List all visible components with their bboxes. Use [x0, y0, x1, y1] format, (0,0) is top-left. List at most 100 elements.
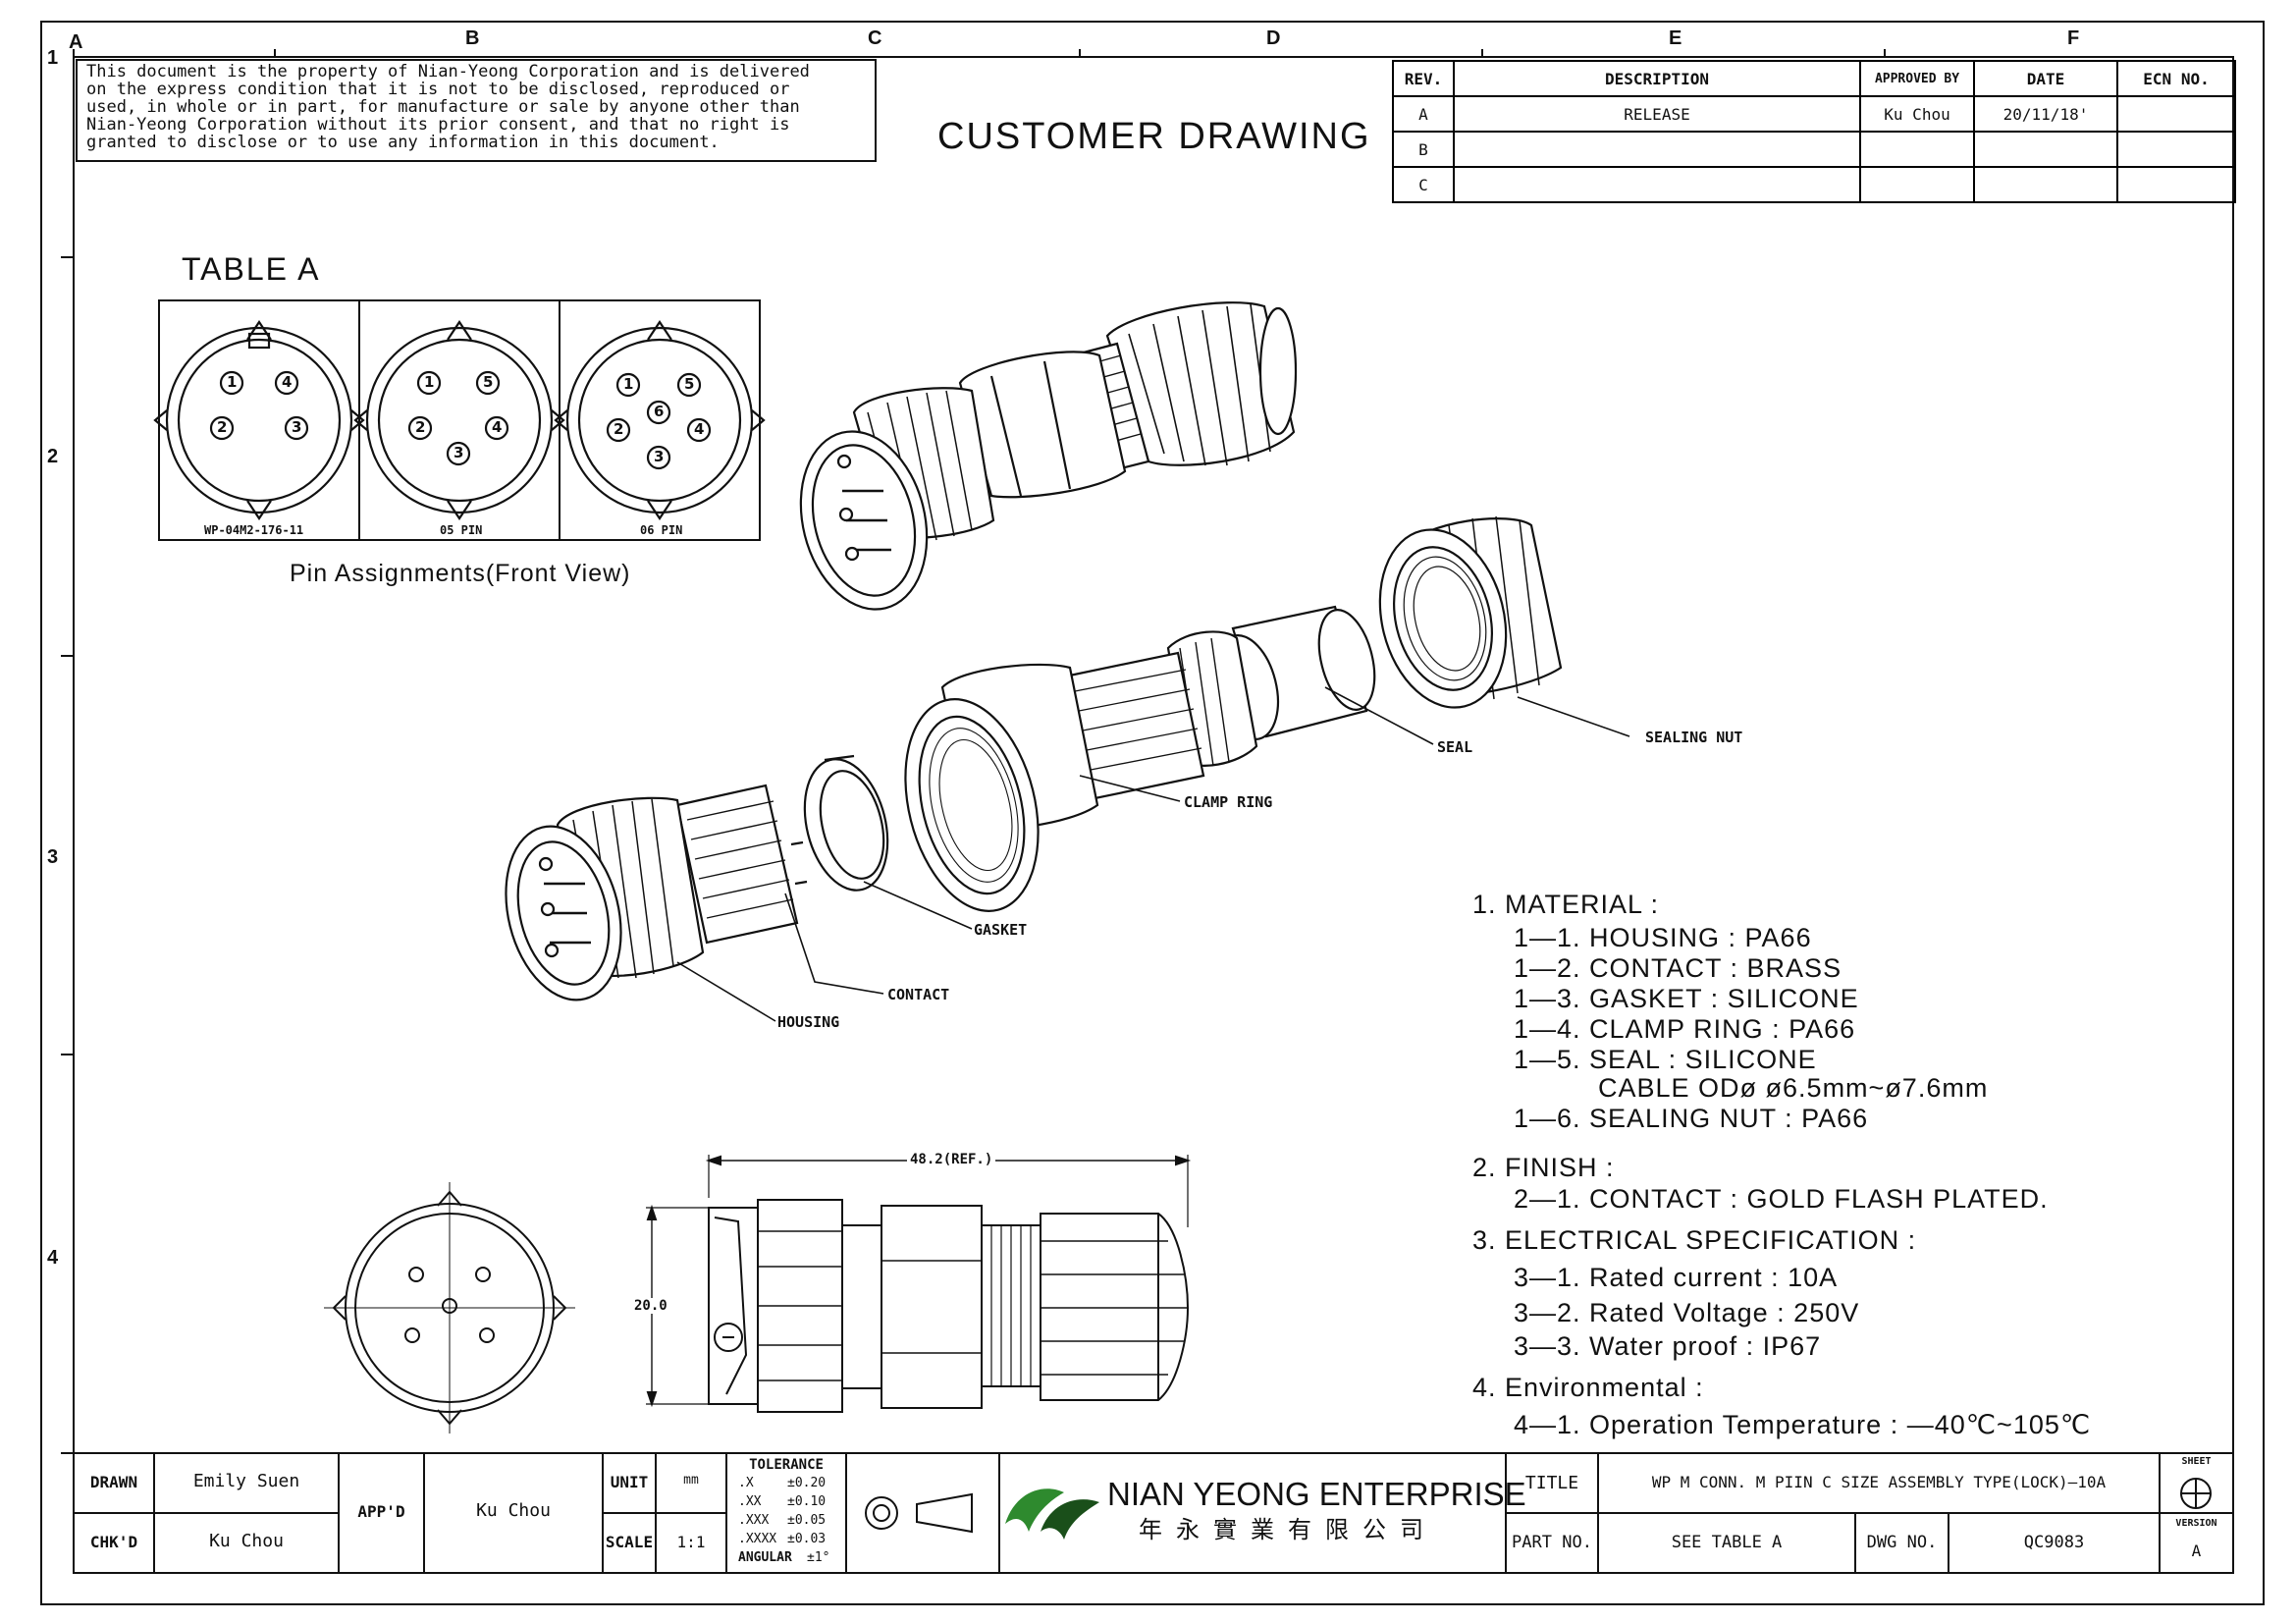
pin-number: 1 [424, 373, 435, 391]
spec-item: CABLE ODø ø6.5mm~ø7.6mm [1598, 1073, 1989, 1103]
spec-electrical-heading: 3. ELECTRICAL SPECIFICATION : [1472, 1225, 1917, 1255]
callout-housing: HOUSING [777, 1013, 840, 1031]
drawn-label: DRAWN [89, 1473, 138, 1491]
unit-label: UNIT [610, 1473, 649, 1491]
spec-item: 1—3. GASKET : SILICONE [1514, 984, 1859, 1013]
callout-sealing-nut: SEALING NUT [1645, 729, 1743, 746]
ecn-cell [2116, 131, 2236, 168]
spec-item: 1—1. HOUSING : PA66 [1514, 923, 1812, 952]
tolerance-value: ±0.20 [787, 1476, 827, 1490]
face-cell-2 [353, 320, 565, 520]
clamp-ring-part [904, 630, 1258, 912]
pin-number: 3 [654, 448, 665, 465]
drawn-value: Emily Suen [192, 1471, 300, 1491]
spec-material-heading: 1. MATERIAL : [1472, 890, 1660, 919]
version-label: VERSION [2175, 1518, 2217, 1529]
date-cell [1973, 166, 2118, 203]
tolerance-key: .XXXX [738, 1532, 777, 1546]
table-a-cell-2-label: 05 PIN [440, 523, 483, 537]
pin-number: 5 [684, 375, 695, 393]
dwg-no-value: QC9083 [2023, 1533, 2085, 1552]
rev-cell: C [1392, 166, 1455, 203]
projection-symbol-icon [865, 1492, 973, 1534]
table-row: C [1392, 166, 2236, 203]
spec-item: 3—3. Water proof : IP67 [1514, 1331, 1822, 1361]
callout-seal: SEAL [1437, 738, 1473, 756]
title-value: WP M CONN. M PIIN C SIZE ASSEMBLY TYPE(L… [1651, 1473, 2107, 1491]
pin-number: 4 [694, 420, 705, 438]
sheet-label: SHEET [2181, 1456, 2212, 1467]
tolerance-key: ANGULAR [738, 1550, 792, 1565]
table-row: B [1392, 131, 2236, 168]
pin-number: 2 [614, 420, 624, 438]
table-a-title: TABLE A [182, 251, 321, 287]
spec-finish-heading: 2. FINISH : [1472, 1153, 1615, 1182]
dimension-diameter: 20.0 [634, 1298, 667, 1314]
tolerance-key: .XXX [738, 1513, 770, 1528]
rev-cell: A [1392, 95, 1455, 133]
dwg-no-label: DWG NO. [1866, 1533, 1938, 1552]
housing-part [505, 784, 808, 1001]
spec-item: 1—2. CONTACT : BRASS [1514, 953, 1842, 983]
assembled-connector-illustration [799, 301, 1298, 611]
company-name: NIAN YEONG ENTERPRISE [1107, 1476, 1526, 1512]
zone-row-2: 2 [47, 446, 59, 467]
title-label: TITLE [1524, 1473, 1579, 1493]
dimension-length: 48.2(REF.) [907, 1152, 996, 1167]
face-cell-1 [153, 320, 365, 520]
description-cell [1453, 166, 1861, 203]
ecn-cell [2116, 166, 2236, 203]
description-cell: RELEASE [1453, 95, 1861, 133]
chkd-label: CHK'D [89, 1533, 138, 1551]
pin-number: 2 [217, 418, 228, 436]
table-a-cell-3-label: 06 PIN [640, 523, 683, 537]
zone-col-c: C [868, 27, 882, 49]
date-header: DATE [1973, 60, 2118, 97]
pin-number: 2 [415, 418, 426, 436]
spec-item: 2—1. CONTACT : GOLD FLASH PLATED. [1514, 1184, 2049, 1214]
appd-value: Ku Chou [476, 1500, 551, 1521]
pin-number: 4 [282, 373, 293, 391]
unit-value: mm [683, 1473, 699, 1488]
drawing-title: CUSTOMER DRAWING [937, 116, 1371, 157]
tolerance-value: ±0.05 [787, 1513, 827, 1528]
description-cell [1453, 131, 1861, 168]
front-view-drawing [324, 1182, 575, 1434]
approved-header: APPROVED BY [1859, 60, 1975, 97]
date-cell [1973, 131, 2118, 168]
sheet-symbol-icon [2180, 1478, 2212, 1509]
part-no-label: PART NO. [1512, 1533, 1592, 1552]
zone-col-e: E [1669, 27, 1682, 49]
revision-header-row: REV. DESCRIPTION APPROVED BY DATE ECN NO… [1392, 60, 2236, 97]
notice-line: Nian-Yeong Corporation without its prior… [86, 115, 790, 135]
notice-line: This document is the property of Nian-Ye… [86, 62, 810, 81]
gasket-part [803, 754, 889, 892]
scale-value: 1:1 [676, 1533, 706, 1551]
tolerance-key: .X [738, 1476, 754, 1490]
rev-header: REV. [1392, 60, 1455, 97]
pin-number: 1 [623, 375, 634, 393]
table-a-cell-1-label: WP-04M2-176-11 [204, 523, 304, 537]
tolerance-value: ±0.10 [787, 1494, 827, 1509]
approved-cell [1859, 166, 1975, 203]
pin-number: 3 [454, 444, 464, 461]
zone-col-a: A [69, 31, 83, 53]
rev-cell: B [1392, 131, 1455, 168]
part-no-value: SEE TABLE A [1671, 1533, 1783, 1552]
chkd-value: Ku Chou [209, 1531, 284, 1551]
pin-number: 1 [227, 373, 238, 391]
zone-col-f: F [2067, 27, 2080, 49]
tolerance-title: TOLERANCE [749, 1457, 824, 1473]
sealing-nut-part [1378, 515, 1563, 709]
zone-row-1: 1 [47, 47, 59, 69]
exploded-view-illustration [505, 515, 1563, 1001]
tolerance-key: .XX [738, 1494, 762, 1509]
spec-item: 3—2. Rated Voltage : 250V [1514, 1298, 1860, 1327]
callout-contact: CONTACT [887, 986, 950, 1003]
ecn-header: ECN NO. [2116, 60, 2236, 97]
proprietary-notice: This document is the property of Nian-Ye… [86, 63, 872, 151]
appd-label: APP'D [357, 1502, 405, 1521]
zone-col-d: D [1266, 27, 1281, 49]
seal-part [1213, 605, 1376, 740]
